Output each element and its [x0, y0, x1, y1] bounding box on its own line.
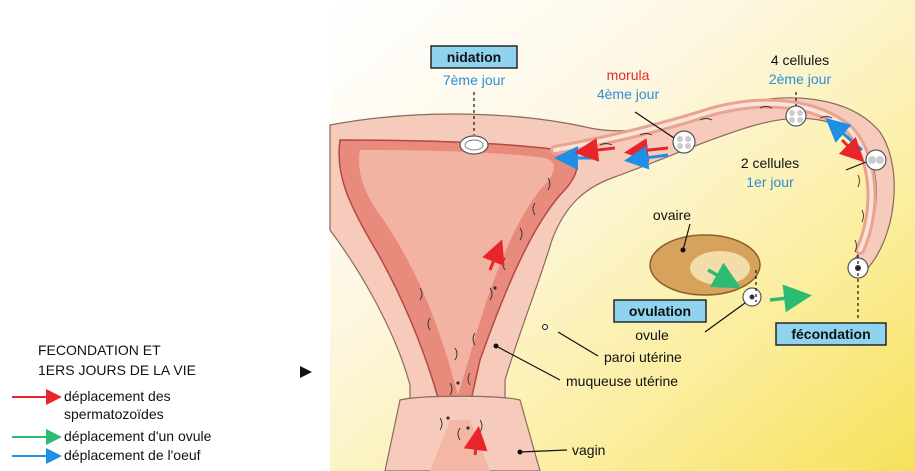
legend: FECONDATION ET 1ERS JOURS DE LA VIE dépl… [12, 342, 312, 463]
legend-egg-text: déplacement de l'oeuf [64, 447, 201, 463]
morula-day-label: 4ème jour [597, 86, 660, 102]
triangle-right-icon [300, 366, 312, 378]
nidation-day-label: 7ème jour [443, 72, 506, 88]
legend-ovule-text: déplacement d'un ovule [64, 428, 212, 444]
morula-label: morula [607, 67, 650, 83]
four-cells-day-label: 2ème jour [769, 71, 832, 87]
legend-title-line2: 1ERS JOURS DE LA VIE [38, 362, 196, 378]
ovulation-label: ovulation [629, 303, 691, 319]
ovaire-label: ovaire [653, 207, 691, 223]
legend-title-line1: FECONDATION ET [38, 342, 161, 358]
ovule-label: ovule [635, 327, 669, 343]
fecondation-label: fécondation [791, 326, 870, 342]
paroi-label: paroi utérine [604, 349, 682, 365]
vagin-label: vagin [572, 442, 605, 458]
four-cells-label: 4 cellules [771, 52, 829, 68]
legend-sperm-line2: spermatozoïdes [64, 406, 164, 422]
four-cells-embryo [786, 106, 806, 126]
morula-cell [673, 131, 695, 153]
two-cells-day-label: 1er jour [746, 174, 794, 190]
ovary-follicle [690, 251, 750, 285]
two-cells-embryo [866, 150, 886, 170]
legend-sperm-line1: déplacement des [64, 388, 171, 404]
nidation-label: nidation [447, 49, 501, 65]
nidation-embryo [460, 136, 488, 154]
muqueuse-label: muqueuse utérine [566, 373, 678, 389]
ovule-cell [743, 288, 761, 306]
two-cells-label: 2 cellules [741, 155, 799, 171]
